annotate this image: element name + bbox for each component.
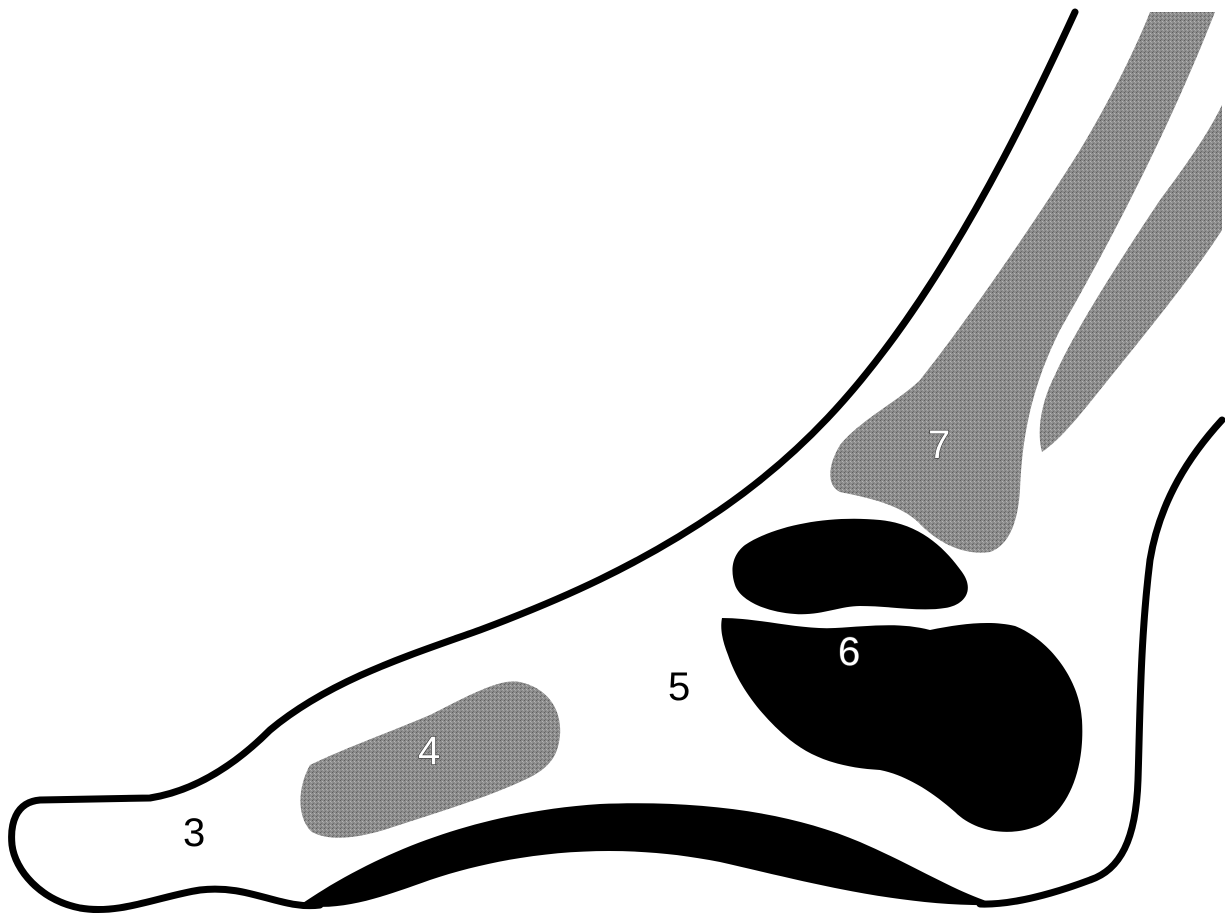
label-7: 7: [928, 423, 950, 467]
calcaneus-bone: [721, 618, 1082, 832]
label-6: 6: [838, 630, 860, 674]
label-3: 3: [183, 811, 205, 855]
label-5: 5: [668, 665, 690, 709]
label-4: 4: [418, 729, 440, 773]
